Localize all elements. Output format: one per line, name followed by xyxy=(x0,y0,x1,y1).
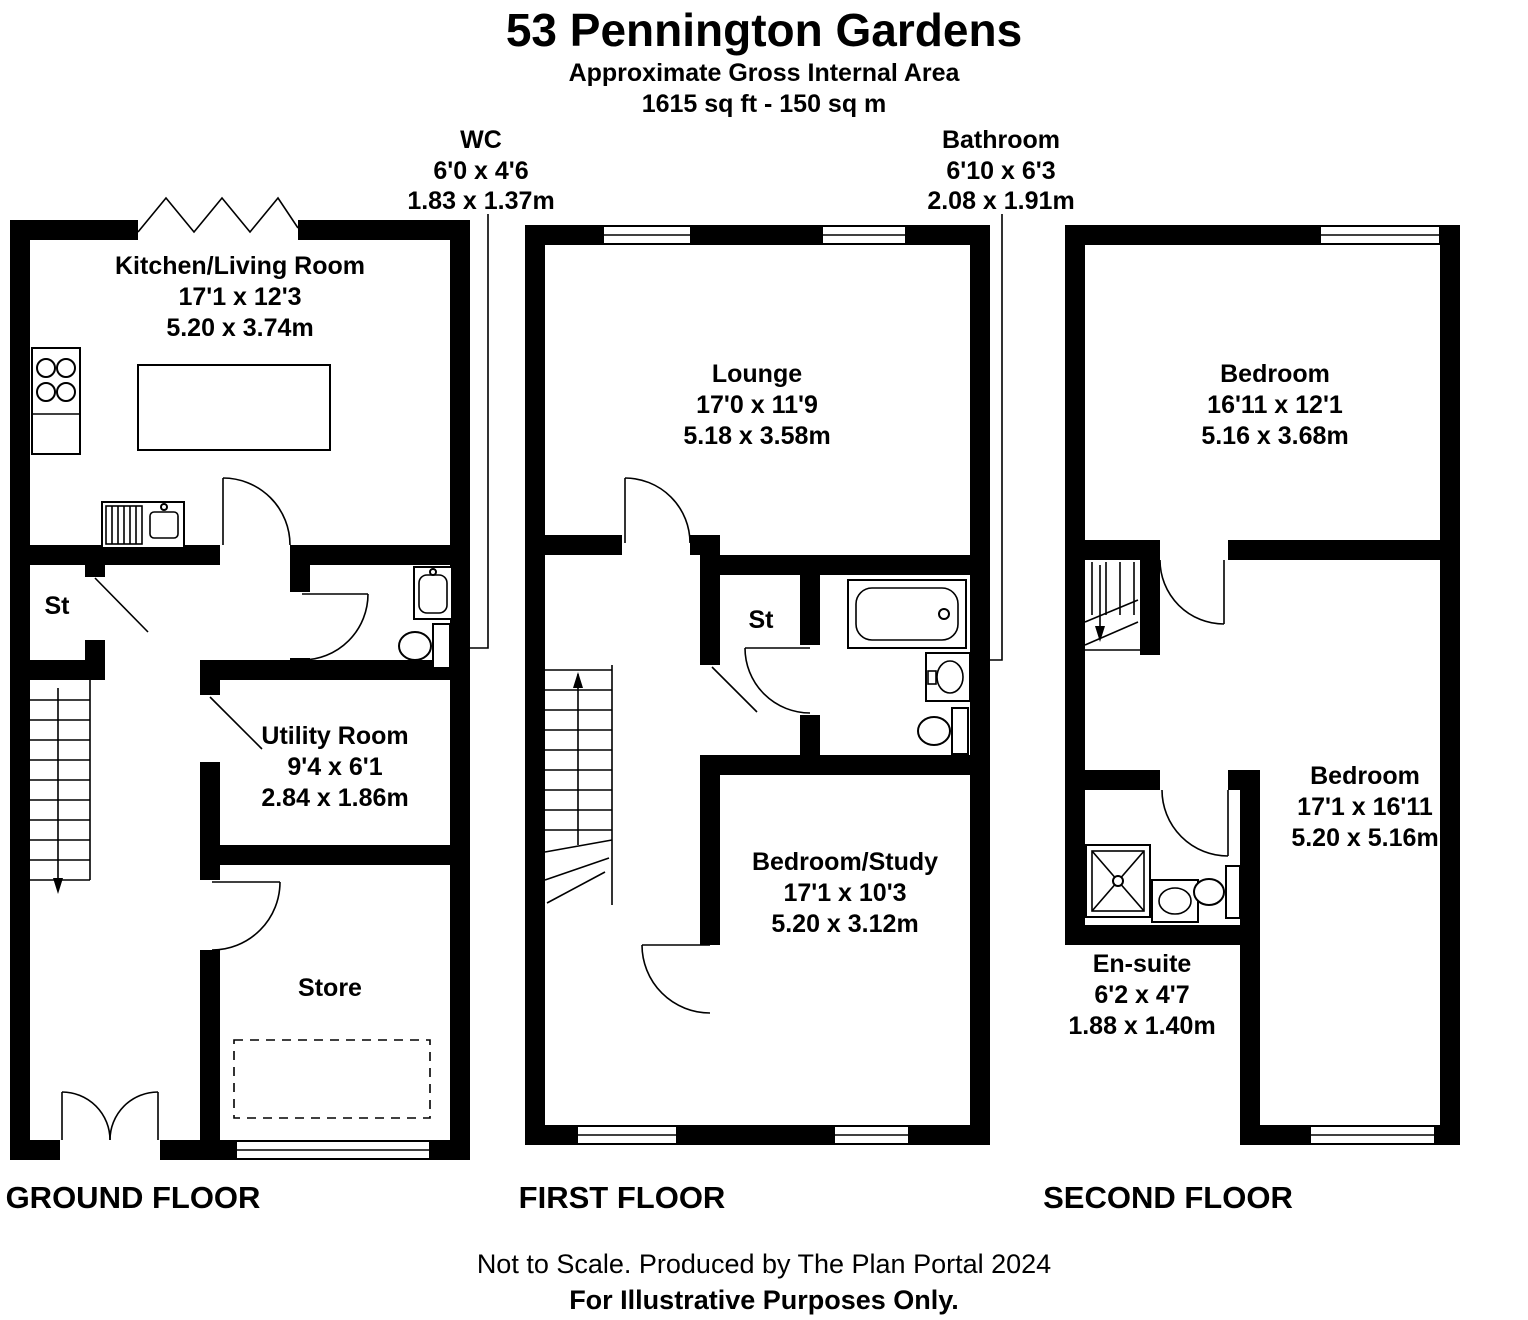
disclaimer-text: Not to Scale. Produced by The Plan Porta… xyxy=(477,1249,1051,1279)
wall-break-zigzag xyxy=(137,196,299,234)
bathtub-icon xyxy=(847,579,967,649)
gross-area: 1615 sq ft - 150 sq m xyxy=(642,90,887,118)
bathroom-callout: Bathroom 6'10 x 6'3 2.08 x 1.91m xyxy=(927,126,1075,661)
ground-floor-plan: Kitchen/Living Room 17'1 x 12'3 5.20 x 3… xyxy=(6,196,470,1215)
bedroom-study-window-right xyxy=(833,1125,910,1145)
bedroom1-label: Bedroom xyxy=(1220,360,1330,388)
second-floor-staircase xyxy=(1084,562,1140,651)
bathroom-sink-icon xyxy=(925,652,971,702)
bedroom1-window xyxy=(1319,225,1441,245)
first-floor-label: FIRST FLOOR xyxy=(519,1180,726,1215)
storage-door xyxy=(94,577,149,633)
store-dashed-area xyxy=(233,1039,431,1119)
bedroom2-imperial: 17'1 x 16'11 xyxy=(1297,793,1433,821)
wc-toilet-icon xyxy=(398,623,451,669)
ground-floor-room-labels: Kitchen/Living Room 17'1 x 12'3 5.20 x 3… xyxy=(45,252,409,1002)
lounge-door xyxy=(624,477,691,544)
bedroom1-imperial: 16'11 x 12'1 xyxy=(1207,391,1343,419)
store-label: Store xyxy=(298,974,362,1002)
ground-floor-staircase xyxy=(30,680,91,894)
store-door xyxy=(211,881,281,951)
bathroom-name: Bathroom xyxy=(942,126,1060,154)
ensuite-door xyxy=(1161,789,1229,857)
stairs-arrow-icon xyxy=(573,672,583,688)
wc-name: WC xyxy=(460,126,502,154)
kitchen-imperial: 17'1 x 12'3 xyxy=(178,283,301,311)
wc-door xyxy=(301,593,369,661)
wc-leader-line xyxy=(470,214,489,649)
kitchen-island xyxy=(137,364,331,451)
ground-floor-walls xyxy=(10,220,470,1160)
bedroom1-door xyxy=(1159,559,1225,625)
lounge-label: Lounge xyxy=(712,360,802,388)
ensuite-metric: 1.88 x 1.40m xyxy=(1068,1012,1215,1040)
bedroom-study-label: Bedroom/Study xyxy=(752,848,938,876)
kitchen-sink-unit-icon xyxy=(101,501,185,549)
first-floor-staircase xyxy=(544,665,613,905)
wc-sink-icon xyxy=(413,566,453,620)
kitchen-door xyxy=(222,477,291,546)
stairs-arrow-icon xyxy=(1095,626,1105,642)
lounge-window-left xyxy=(602,225,692,245)
wc-imperial: 6'0 x 4'6 xyxy=(433,157,528,185)
kitchen-metric: 5.20 x 3.74m xyxy=(166,314,313,342)
first-floor-storage-door xyxy=(711,666,758,713)
lounge-metric: 5.18 x 3.58m xyxy=(683,422,830,450)
lounge-window-right xyxy=(821,225,907,245)
page-title: 53 Pennington Gardens xyxy=(506,4,1022,56)
wc-callout: WC 6'0 x 4'6 1.83 x 1.37m xyxy=(407,126,555,649)
utility-imperial: 9'4 x 6'1 xyxy=(287,753,382,781)
bedroom2-metric: 5.20 x 5.16m xyxy=(1291,824,1438,852)
illustrative-text: For Illustrative Purposes Only. xyxy=(569,1285,959,1315)
bathroom-metric: 2.08 x 1.91m xyxy=(927,187,1074,215)
ensuite-toilet-icon xyxy=(1193,865,1241,919)
second-floor-room-labels: Bedroom 16'11 x 12'1 5.16 x 3.68m Bedroo… xyxy=(1068,360,1438,1040)
first-floor-room-labels: Lounge 17'0 x 11'9 5.18 x 3.58m St Bedro… xyxy=(683,360,938,938)
entrance-double-door xyxy=(61,1091,159,1141)
utility-label: Utility Room xyxy=(261,722,408,750)
store-window xyxy=(235,1140,431,1160)
second-floor-walls xyxy=(1065,225,1460,1145)
bedroom2-window xyxy=(1309,1125,1436,1145)
second-floor-plan: Bedroom 16'11 x 12'1 5.16 x 3.68m Bedroo… xyxy=(1043,225,1460,1215)
ground-floor-label: GROUND FLOOR xyxy=(6,1180,261,1215)
second-floor-label: SECOND FLOOR xyxy=(1043,1180,1293,1215)
stairs-arrow-icon xyxy=(53,878,63,894)
bedroom1-metric: 5.16 x 3.68m xyxy=(1201,422,1348,450)
header: 53 Pennington Gardens Approximate Gross … xyxy=(506,4,1022,118)
storage-label: St xyxy=(45,592,71,620)
ensuite-imperial: 6'2 x 4'7 xyxy=(1094,981,1189,1009)
wc-metric: 1.83 x 1.37m xyxy=(407,187,554,215)
bedroom-study-imperial: 17'1 x 10'3 xyxy=(783,879,906,907)
first-floor-storage-label: St xyxy=(749,606,775,634)
utility-door xyxy=(209,696,263,750)
shower-icon xyxy=(1085,844,1151,918)
bathroom-imperial: 6'10 x 6'3 xyxy=(946,157,1055,185)
bathroom-toilet-icon xyxy=(917,707,969,755)
hob-icon xyxy=(31,347,81,455)
bedroom-study-metric: 5.20 x 3.12m xyxy=(771,910,918,938)
bedroom2-label: Bedroom xyxy=(1310,762,1420,790)
ensuite-sink-icon xyxy=(1151,879,1199,923)
lounge-imperial: 17'0 x 11'9 xyxy=(696,391,818,419)
ensuite-label: En-suite xyxy=(1093,950,1192,978)
bedroom-study-window-left xyxy=(576,1125,678,1145)
first-floor-plan: Lounge 17'0 x 11'9 5.18 x 3.58m St Bedro… xyxy=(519,225,990,1215)
bathroom-door xyxy=(744,647,811,714)
utility-metric: 2.84 x 1.86m xyxy=(261,784,408,812)
page-subtitle: Approximate Gross Internal Area xyxy=(569,59,961,87)
bedroom-study-door xyxy=(641,944,711,1014)
kitchen-label: Kitchen/Living Room xyxy=(115,252,365,280)
first-floor-walls xyxy=(525,225,990,1145)
footer: Not to Scale. Produced by The Plan Porta… xyxy=(477,1249,1051,1315)
bathroom-leader-line xyxy=(990,214,1003,661)
